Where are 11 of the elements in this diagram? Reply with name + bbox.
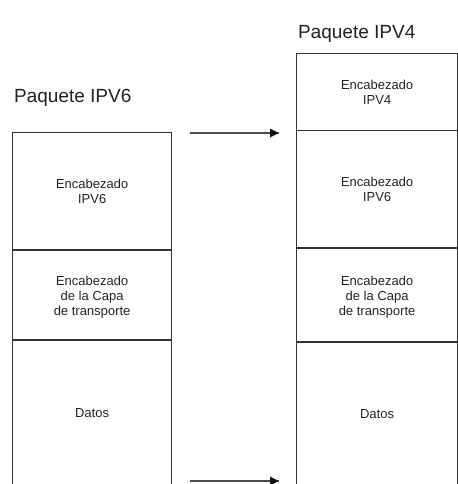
header-field-box: Encabezado IPV6 (12, 132, 172, 250)
header-field-box: Encabezado de la Capa de transporte (12, 250, 172, 340)
packet-title: Paquete IPV6 (14, 86, 132, 108)
header-field-box: Encabezado IPV4 (296, 53, 458, 131)
packet-title: Paquete IPV4 (298, 22, 416, 44)
header-field-box: Encabezado IPV6 (296, 130, 458, 248)
header-field-box: Encabezado de la Capa de transporte (296, 248, 458, 342)
arrow (190, 128, 279, 138)
header-field-box: Datos (12, 340, 172, 484)
arrow (190, 476, 279, 484)
header-field-box: Datos (296, 342, 458, 484)
